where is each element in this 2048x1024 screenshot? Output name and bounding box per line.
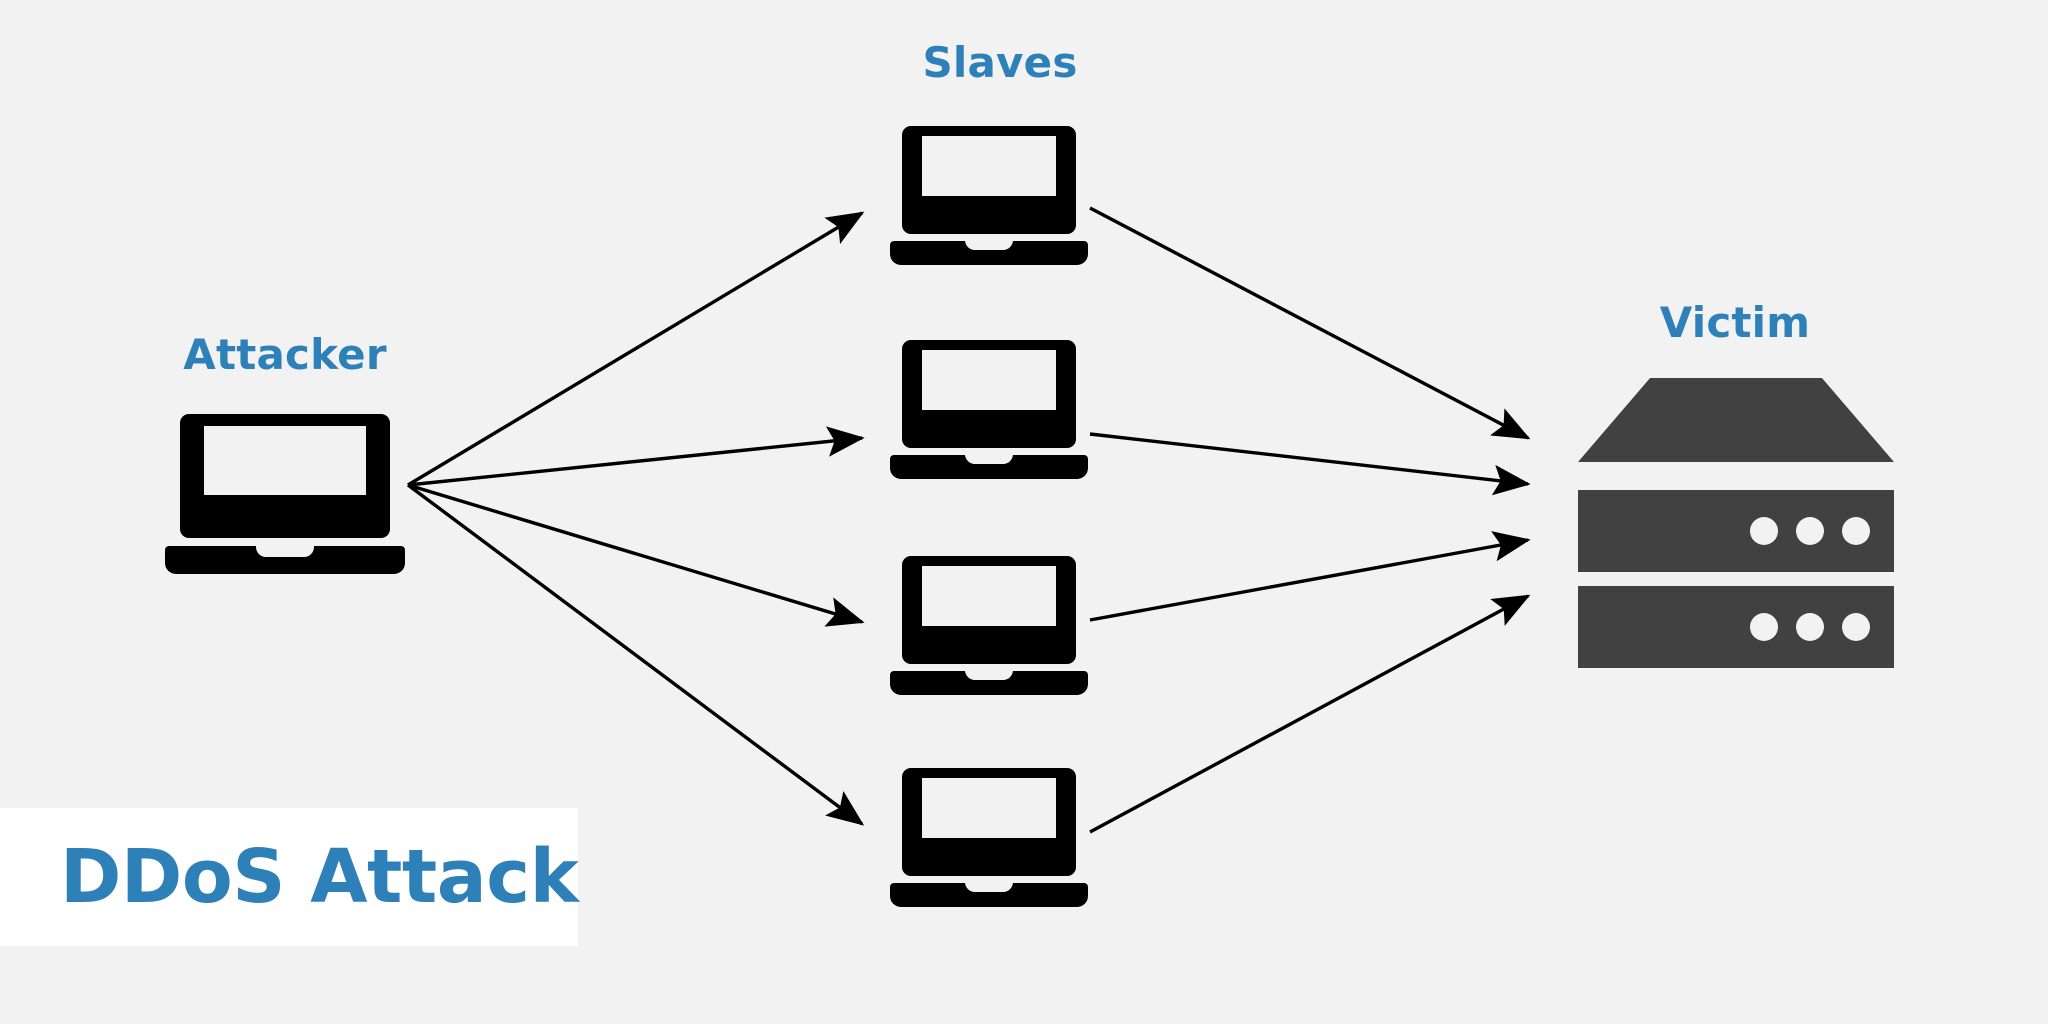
edge-attacker-slave3	[407, 483, 865, 627]
laptop-screen	[922, 566, 1056, 627]
server-led-group	[1750, 613, 1870, 641]
attacker-label: Attacker	[183, 330, 387, 379]
edge-slave4-victim	[1089, 594, 1531, 834]
slave-laptop-icon-4	[890, 768, 1088, 914]
slave-laptop-icon-1	[890, 126, 1088, 272]
slaves-label: Slaves	[922, 38, 1078, 87]
server-led	[1842, 613, 1870, 641]
laptop-notch	[965, 881, 1013, 893]
laptop-screen	[922, 136, 1056, 197]
diagram-title: DDoS Attack	[60, 834, 579, 920]
edge-attacker-slave2	[407, 426, 865, 487]
laptop-notch	[965, 453, 1013, 465]
edge-attacker-slave1	[407, 211, 865, 487]
laptop-lid	[179, 414, 391, 539]
laptop-notch	[965, 669, 1013, 681]
laptop-lid	[902, 340, 1076, 449]
slave-laptop-icon-3	[890, 556, 1088, 702]
server-led	[1796, 613, 1824, 641]
server-led	[1750, 613, 1778, 641]
laptop-notch	[256, 544, 314, 557]
laptop-lid	[902, 768, 1076, 877]
laptop-notch	[965, 239, 1013, 251]
attacker-laptop-icon	[165, 414, 405, 582]
victim-label: Victim	[1659, 298, 1811, 347]
victim-server-icon	[1578, 378, 1894, 670]
edge-slave1-victim	[1089, 206, 1531, 440]
server-bay-2	[1578, 586, 1894, 668]
server-led-group	[1750, 517, 1870, 545]
laptop-lid	[902, 556, 1076, 665]
edge-slave3-victim	[1089, 531, 1531, 622]
server-led	[1750, 517, 1778, 545]
server-bay-1	[1578, 490, 1894, 572]
laptop-screen	[922, 778, 1056, 839]
server-led	[1842, 517, 1870, 545]
server-cap	[1578, 378, 1894, 462]
edge-attacker-slave4	[406, 483, 865, 826]
laptop-screen	[204, 425, 366, 495]
edge-slave2-victim	[1089, 432, 1531, 496]
slave-laptop-icon-2	[890, 340, 1088, 486]
title-plate	[0, 808, 578, 946]
server-led	[1796, 517, 1824, 545]
laptop-lid	[902, 126, 1076, 235]
laptop-screen	[922, 350, 1056, 411]
